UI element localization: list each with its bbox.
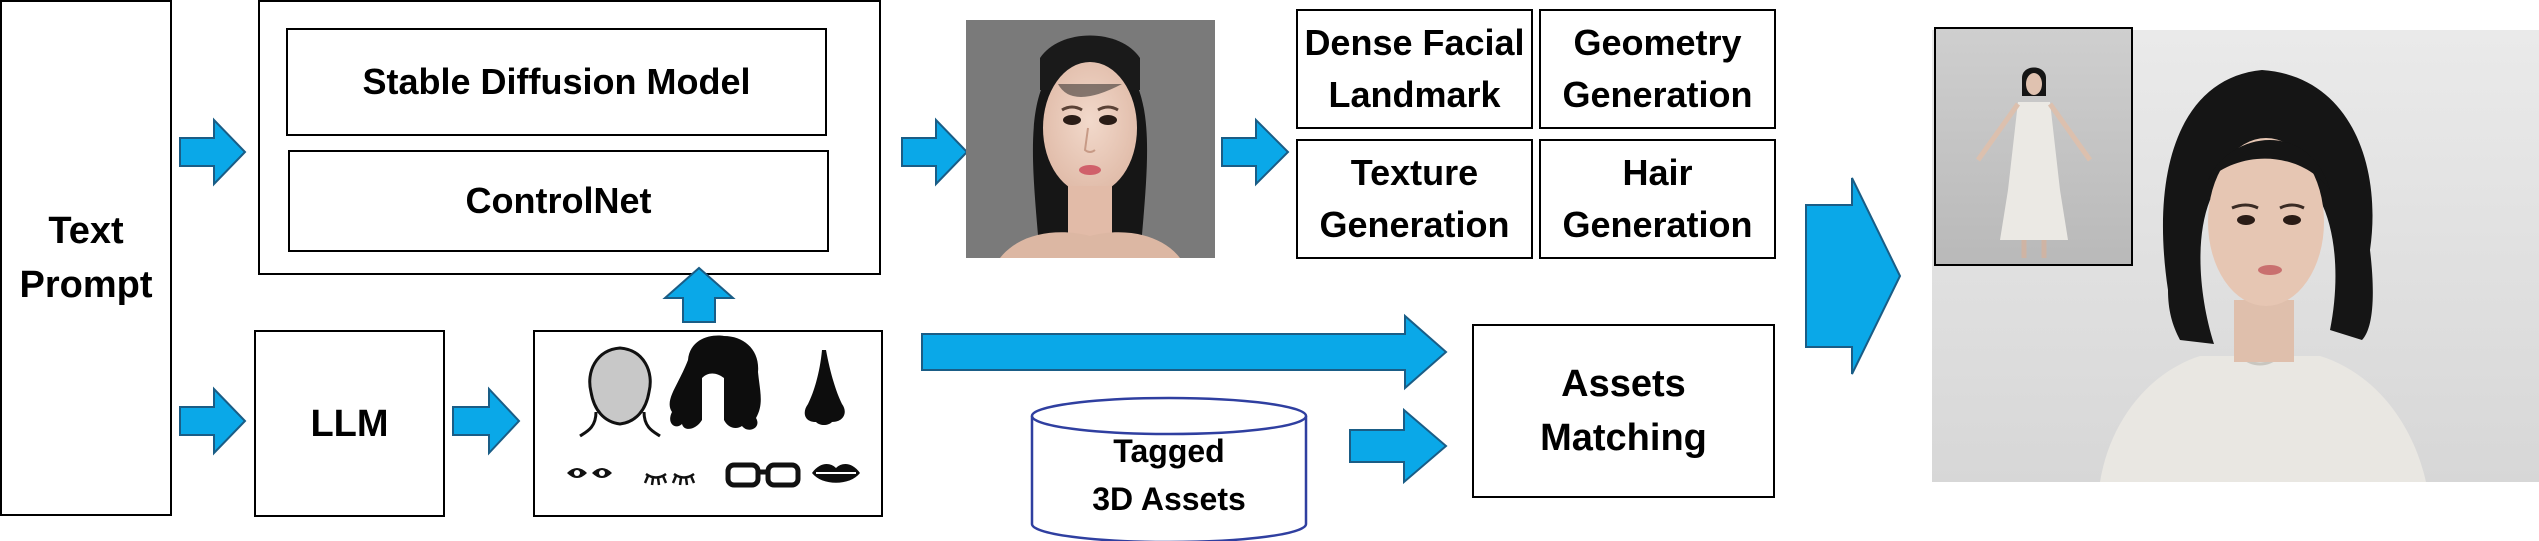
texture-generation-box: Texture Generation	[1296, 139, 1533, 259]
hair-generation-box: Hair Generation	[1539, 139, 1776, 259]
text-prompt-box: Text Prompt	[0, 0, 172, 516]
geometry-generation-label: Geometry Generation	[1562, 22, 1753, 115]
llm-label: LLM	[310, 402, 389, 445]
arrow-big-to-render	[1805, 177, 1902, 375]
arrow-prompt-to-sd	[179, 117, 247, 187]
facial-landmark-box: Dense Facial Landmark	[1296, 9, 1533, 129]
assets-matching-box: Assets Matching	[1472, 324, 1775, 498]
eyelashes-icon	[643, 472, 696, 486]
final-render-image	[1932, 27, 2539, 482]
texture-generation-label: Texture Generation	[1319, 152, 1510, 245]
stable-diffusion-label: Stable Diffusion Model	[362, 61, 751, 102]
controlnet-label: ControlNet	[465, 180, 652, 221]
generated-face-image	[966, 20, 1215, 258]
llm-box: LLM	[254, 330, 445, 517]
head-outline-icon	[579, 346, 661, 438]
arrow-icons-up-to-controlnet	[662, 266, 736, 323]
arrow-icons-to-assets	[921, 313, 1448, 391]
arrow-tagged-to-assets	[1349, 407, 1448, 485]
hair-icon	[669, 335, 761, 430]
assets-matching-label: Assets Matching	[1540, 363, 1707, 459]
facial-landmark-label: Dense Facial Landmark	[1304, 22, 1525, 115]
eyes-icon	[567, 468, 612, 478]
nose-icon	[804, 350, 845, 425]
lips-icon	[812, 463, 860, 483]
stable-diffusion-box: Stable Diffusion Model	[286, 28, 827, 136]
text-prompt-label: Text Prompt	[19, 210, 153, 306]
tagged-assets-cylinder	[1030, 396, 1308, 541]
glasses-icon	[725, 462, 801, 488]
arrow-llm-to-icons	[452, 386, 521, 456]
controlnet-box: ControlNet	[288, 150, 829, 252]
geometry-generation-box: Geometry Generation	[1539, 9, 1776, 129]
arrow-sd-to-face	[901, 117, 969, 187]
arrow-prompt-to-llm	[179, 386, 247, 456]
hair-generation-label: Hair Generation	[1562, 152, 1753, 245]
arrow-face-to-landmark	[1221, 117, 1290, 187]
